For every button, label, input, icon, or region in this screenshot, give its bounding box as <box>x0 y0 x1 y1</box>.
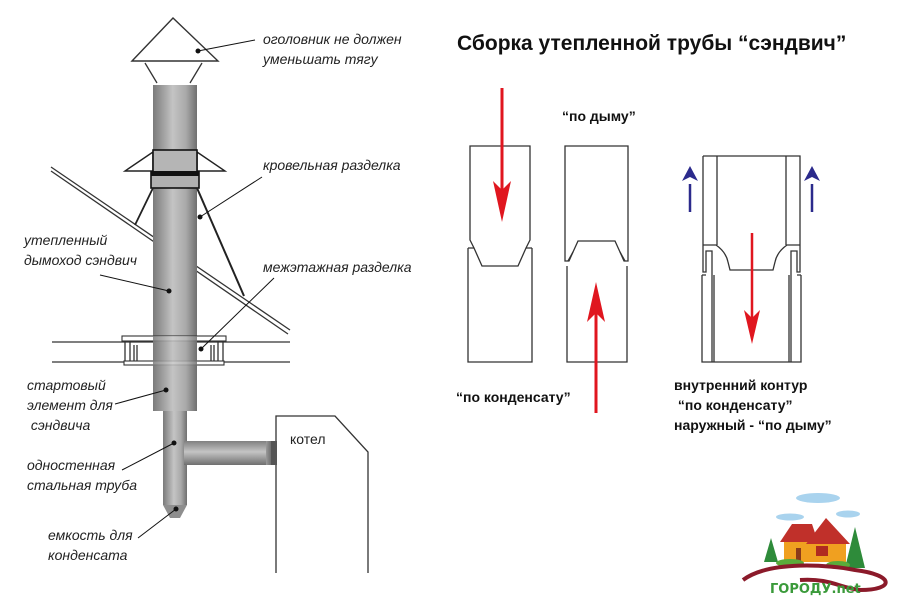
tree-icon <box>764 538 778 562</box>
condensate-tank-label: емкость для конденсата <box>48 527 133 563</box>
site-logo: ГОРОДУ.net <box>741 493 888 597</box>
road-icon <box>741 563 888 593</box>
by-smoke-label: “по дыму” <box>562 108 636 124</box>
svg-text:уменьшать тягу: уменьшать тягу <box>262 51 379 67</box>
svg-text:элемент для: элемент для <box>27 397 113 413</box>
svg-text:наружный - “по дыму”: наружный - “по дыму” <box>674 417 832 433</box>
floor-cut-label: межэтажная разделка <box>263 259 412 275</box>
air-arrow-left <box>682 166 698 212</box>
svg-text:сэндвича: сэндвича <box>27 417 91 433</box>
chimney-assembly: котел оголовник не должен уменьшать тягу… <box>23 17 412 573</box>
svg-text:внутренний контур: внутренний контур <box>674 377 807 393</box>
svg-text:оголовник не должен: оголовник не должен <box>263 31 402 47</box>
roof-cut-label: кровельная разделка <box>263 157 401 173</box>
svg-text:емкость для: емкость для <box>48 527 133 543</box>
logo-text-main: ГОРОДУ <box>770 582 832 597</box>
svg-text:“по конденсату”: “по конденсату” <box>674 397 792 413</box>
joint-sandwich: внутренний контур “по конденсату” наружн… <box>674 155 832 433</box>
starter-label: стартовый элемент для сэндвича <box>27 377 113 433</box>
single-wall-label: одностенная стальная труба <box>27 457 137 493</box>
svg-text:ГОРОДУ.net: ГОРОДУ.net <box>770 582 861 597</box>
single-wall-pipe <box>163 411 187 505</box>
svg-text:стартовый: стартовый <box>27 377 106 393</box>
smoke-arrow-up <box>587 282 605 413</box>
house-icon <box>780 518 850 562</box>
svg-text:дымоход сэндвич: дымоход сэндвич <box>24 252 137 268</box>
sandwich-flue-label: утепленный дымоход сэндвич <box>23 232 137 268</box>
boiler-label: котел <box>290 431 326 447</box>
leader-lines <box>99 39 275 539</box>
svg-text:конденсата: конденсата <box>48 547 128 563</box>
svg-text:одностенная: одностенная <box>27 457 116 473</box>
page-title: Сборка утепленной трубы “сэндвич” <box>457 32 846 55</box>
sandwich-caption: внутренний контур “по конденсату” наружн… <box>674 377 832 433</box>
svg-text:стальная труба: стальная труба <box>27 477 137 493</box>
roof-cut-flashing <box>122 149 245 297</box>
boiler: котел <box>271 415 369 573</box>
joint-by-smoke: “по дыму” <box>562 108 636 413</box>
condensate-arrow-down <box>744 233 760 344</box>
cloud-icon <box>796 493 840 503</box>
cap-label: оголовник не должен уменьшать тягу <box>262 31 402 67</box>
air-arrow-right <box>804 166 820 212</box>
chimney-cap <box>130 17 220 84</box>
logo-text-suffix: .net <box>832 582 861 597</box>
floor-cut-box <box>121 335 227 366</box>
by-condensate-label: “по конденсату” <box>456 389 571 405</box>
connector-pipe <box>184 441 276 465</box>
smoke-arrow-down <box>493 88 511 222</box>
svg-text:утепленный: утепленный <box>23 232 108 248</box>
joint-by-condensate: “по конденсату” <box>456 88 571 405</box>
